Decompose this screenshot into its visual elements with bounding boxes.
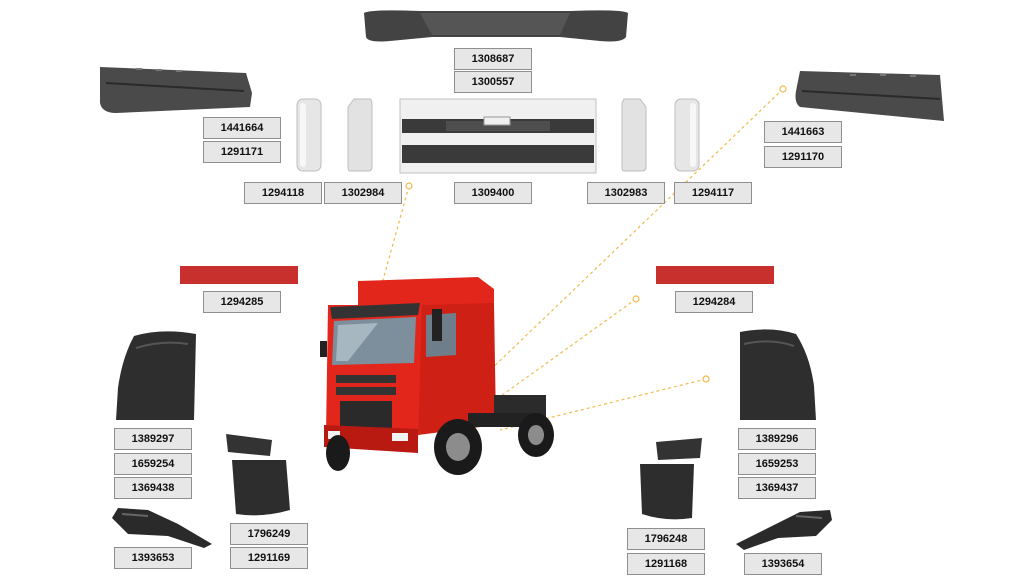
part-label-left-mudguard-1: 1389297 (114, 428, 192, 450)
right-wing-deflector-part (795, 71, 944, 121)
part-label-left-flap-2: 1291169 (230, 547, 308, 569)
right-mudguard-part (740, 329, 816, 420)
right-step-bracket-part (736, 510, 832, 550)
part-label-left-flap-1: 1796249 (230, 523, 308, 545)
truck-illustration (320, 277, 554, 475)
part-label-right-wing-2: 1291170 (764, 146, 842, 168)
left-reflector-part (180, 266, 298, 284)
part-label-right-flap-2: 1291168 (627, 553, 705, 575)
part-label-visor-2: 1300557 (454, 71, 532, 93)
part-label-right-reflector: 1294284 (675, 291, 753, 313)
part-label-right-mudguard-1: 1389296 (738, 428, 816, 450)
left-mudguard-part (116, 331, 196, 420)
part-label-left-inner-cap: 1302984 (324, 182, 402, 204)
part-label-right-mudguard-2: 1659253 (738, 453, 816, 475)
part-label-right-mudguard-3: 1369437 (738, 477, 816, 499)
part-label-left-mudguard-3: 1369438 (114, 477, 192, 499)
part-label-visor-1: 1308687 (454, 48, 532, 70)
part-label-grille: 1309400 (454, 182, 532, 204)
left-wing-deflector-part (100, 67, 252, 113)
right-outer-corner-cap-part (674, 98, 700, 172)
part-label-right-wing-1: 1441663 (764, 121, 842, 143)
sun-visor-part (364, 10, 628, 42)
right-reflector-part (656, 266, 774, 284)
right-mud-flap-part (640, 438, 702, 520)
part-label-left-reflector: 1294285 (203, 291, 281, 313)
right-inner-corner-cap-part (621, 98, 647, 172)
part-label-left-wing-1: 1441664 (203, 117, 281, 139)
left-outer-corner-cap-part (296, 98, 322, 172)
left-step-bracket-part (112, 508, 212, 548)
part-label-left-bracket: 1393653 (114, 547, 192, 569)
left-inner-corner-cap-part (347, 98, 373, 172)
part-label-left-mudguard-2: 1659254 (114, 453, 192, 475)
left-mud-flap-part (226, 434, 290, 516)
part-label-right-bracket: 1393654 (744, 553, 822, 575)
front-grille-part (399, 98, 597, 174)
part-label-left-outer-cap: 1294118 (244, 182, 322, 204)
part-label-right-inner-cap: 1302983 (587, 182, 665, 204)
part-label-right-outer-cap: 1294117 (674, 182, 752, 204)
part-label-left-wing-2: 1291171 (203, 141, 281, 163)
part-label-right-flap-1: 1796248 (627, 528, 705, 550)
